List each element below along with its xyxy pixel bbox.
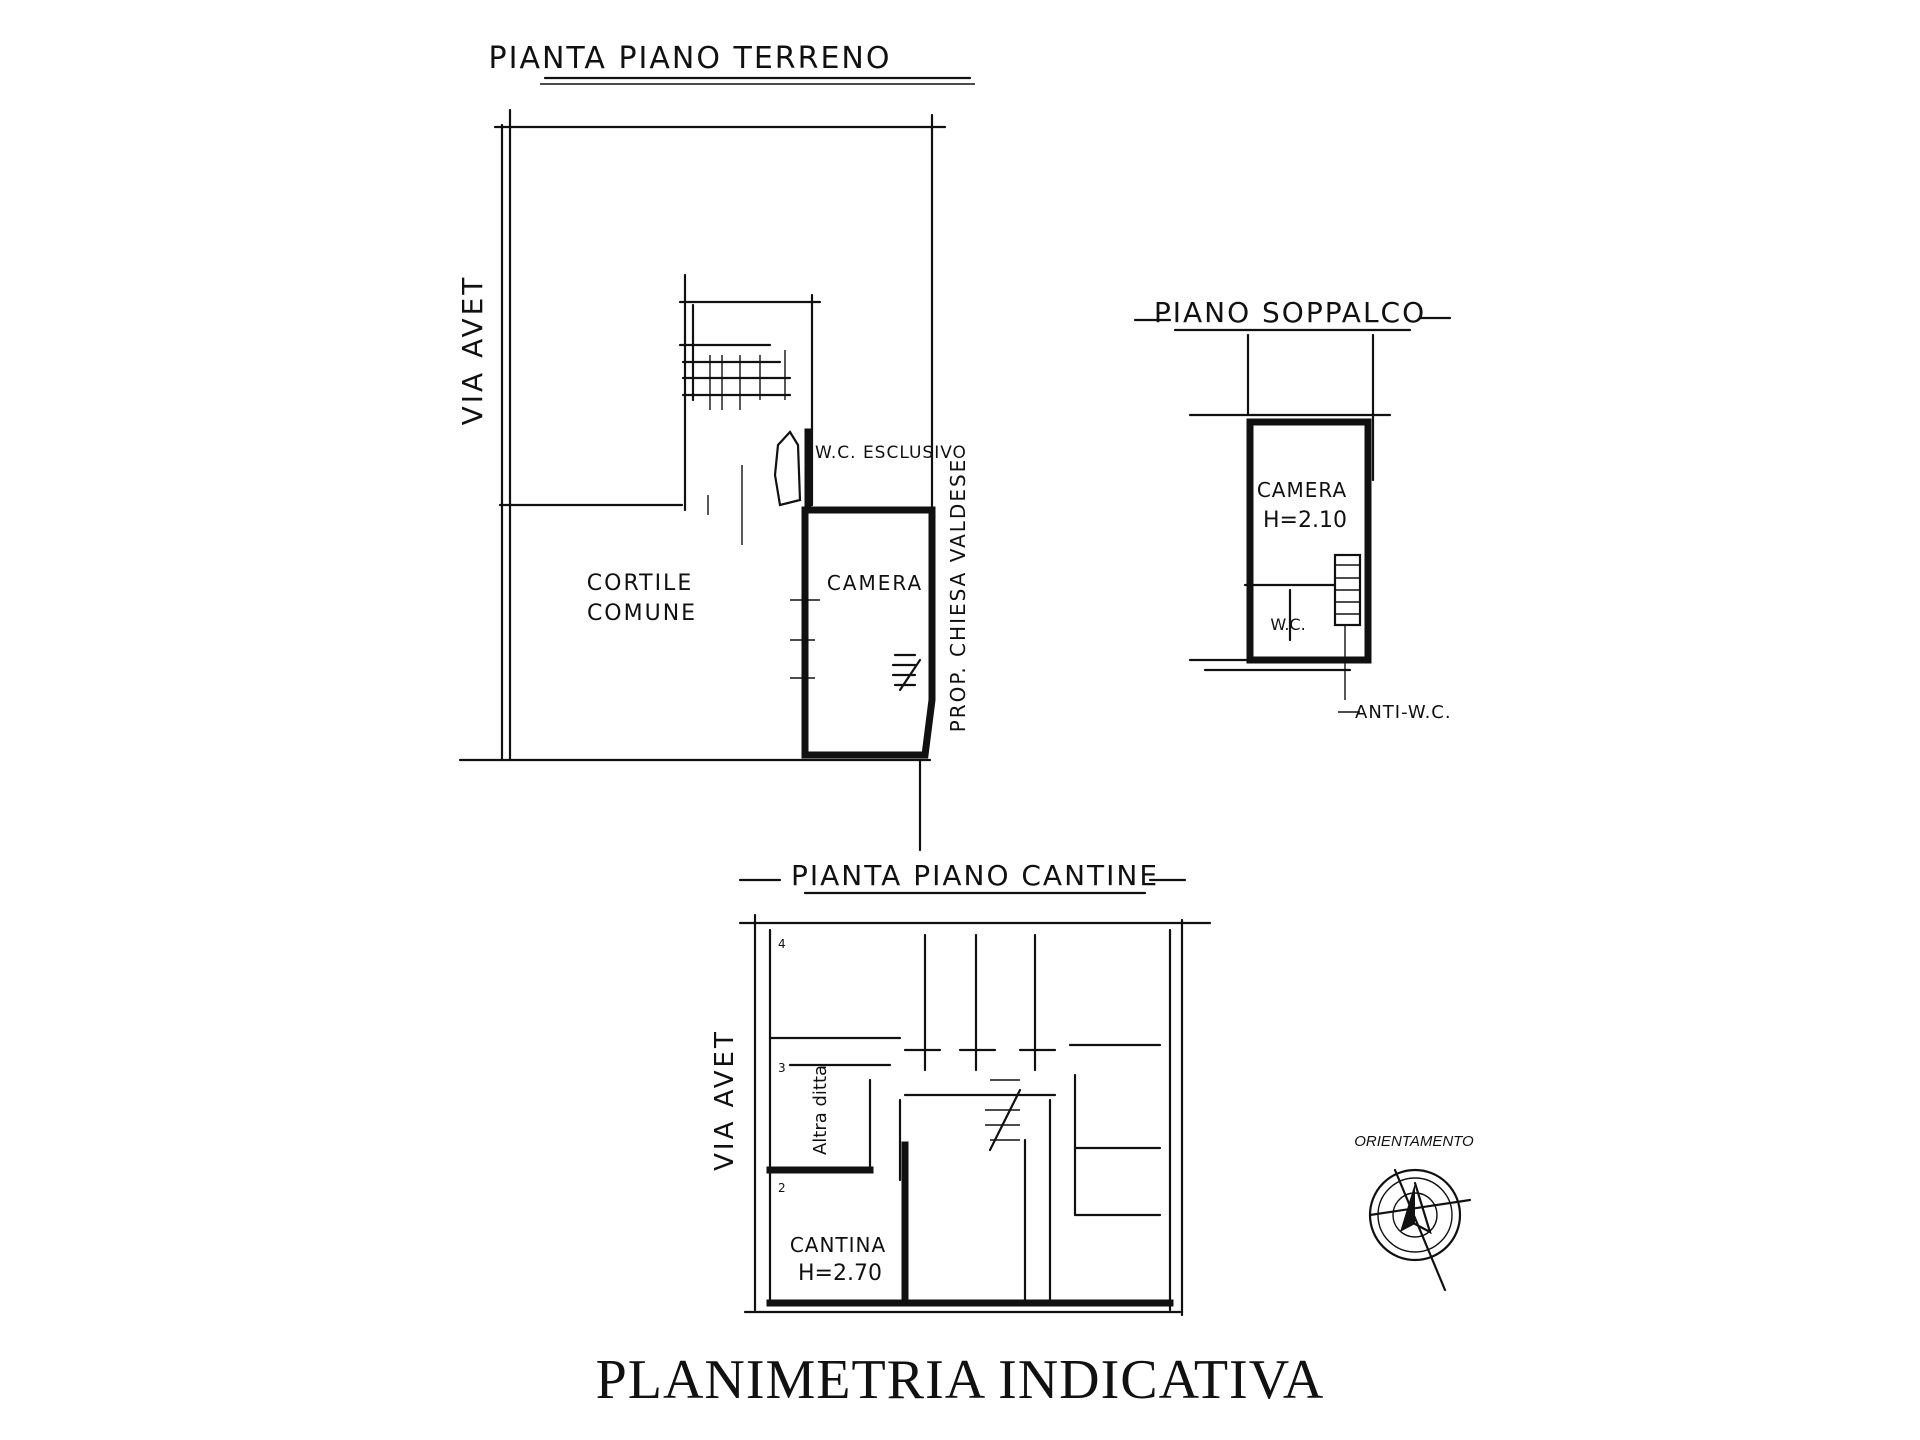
cellar-height-label: H=2.70	[798, 1261, 882, 1286]
cellar-mark-2: 2	[778, 1181, 786, 1195]
cellar-street-label: VIA AVET	[710, 1029, 740, 1171]
cellar-plan: PIANTA PIANO CANTINE VI	[710, 859, 1212, 1317]
orientation-block: ORIENTAMENTO	[1354, 1133, 1474, 1292]
orientation-label: ORIENTAMENTO	[1354, 1133, 1474, 1150]
cellar-mark-3: 3	[778, 1061, 786, 1075]
ground-street-label: VIA AVET	[456, 275, 489, 426]
document-title: PLANIMETRIA INDICATIVA	[595, 1349, 1325, 1411]
ground-floor-plan: PIANTA PIANO TERRENO VIA AVET W.C. ESCLU…	[456, 41, 975, 852]
mezzanine-anti-wc-label: ANTI-W.C.	[1355, 702, 1452, 723]
cellar-room-label: CANTINA	[790, 1233, 886, 1257]
cellar-other-owner-label: Altra ditta	[810, 1065, 831, 1155]
mezzanine-heading: PIANO SOPPALCO	[1154, 296, 1426, 329]
ground-room-label: CAMERA	[827, 571, 923, 595]
ground-wc-label: W.C. ESCLUSIVO	[815, 443, 967, 463]
cellar-heading: PIANTA PIANO CANTINE	[791, 859, 1159, 892]
ground-neighbor-label: PROP. CHIESA VALDESE	[946, 458, 970, 733]
mezzanine-plan: PIANO SOPPALCO CAMERA H=2.10 W.C. ANTI-W…	[1133, 296, 1452, 723]
north-arrow-icon	[1368, 1168, 1472, 1292]
mezzanine-room-label: CAMERA	[1257, 478, 1347, 502]
ground-floor-heading: PIANTA PIANO TERRENO	[489, 41, 892, 76]
ground-courtyard-label-1: CORTILE	[587, 571, 693, 596]
mezzanine-wc-label: W.C.	[1270, 615, 1305, 634]
cellar-mark-4: 4	[778, 937, 786, 951]
ground-courtyard-label-2: COMUNE	[587, 601, 697, 626]
mezzanine-height-label: H=2.10	[1263, 508, 1347, 533]
